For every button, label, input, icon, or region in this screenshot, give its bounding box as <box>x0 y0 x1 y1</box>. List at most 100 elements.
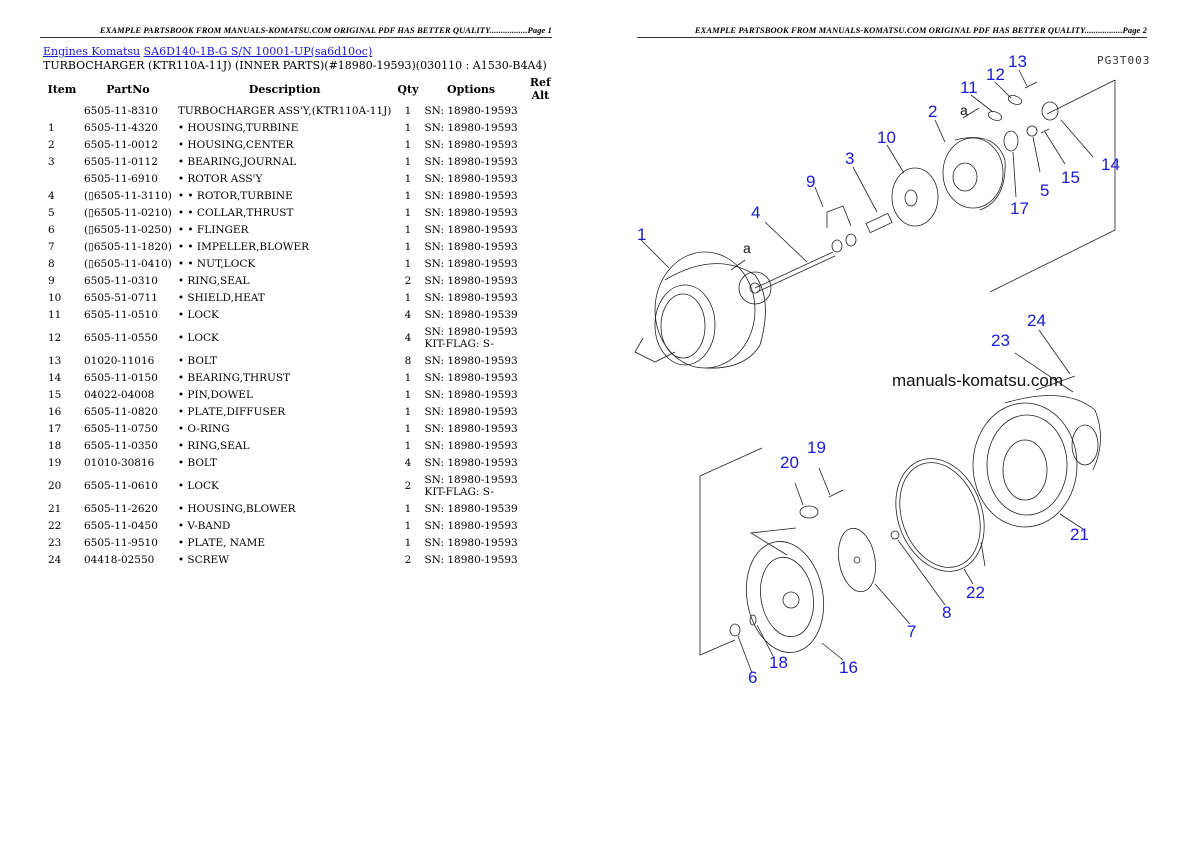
refalt-cell <box>521 136 560 153</box>
refalt-cell <box>521 272 560 289</box>
description-cell: • RING,SEAL <box>177 274 250 287</box>
description-cell: • PLATE,DIFFUSER <box>177 405 286 418</box>
callout-8: 8 <box>942 603 951 622</box>
callout-14: 14 <box>1101 155 1120 174</box>
page-header: EXAMPLE PARTSBOOK FROM MANUALS-KOMATSU.C… <box>40 25 552 38</box>
kit-flag: KIT-FLAG: S- <box>424 337 494 350</box>
partno-cell: 6505-11-4320 <box>84 121 158 134</box>
description-cell: • O-RING <box>177 422 230 435</box>
refalt-cell <box>521 437 560 454</box>
callout-22: 22 <box>966 583 985 602</box>
qty-cell: 1 <box>404 536 412 549</box>
callout-23: 23 <box>991 331 1010 350</box>
options-cell: SN: 18980-19593 <box>424 388 518 401</box>
partno-cell: 6505-11-0550 <box>84 331 158 344</box>
item-cell: 5 <box>48 206 55 219</box>
refalt-cell <box>521 102 560 119</box>
partno-cell: 6505-11-0112 <box>84 155 158 168</box>
description-cell: • LOCK <box>177 331 219 344</box>
item-cell: 6 <box>48 223 55 236</box>
refalt-cell <box>521 517 560 534</box>
partno-cell: 6505-11-0610 <box>84 479 158 492</box>
callout-3: 3 <box>845 149 854 168</box>
qty-cell: 1 <box>404 439 412 452</box>
refalt-cell <box>521 187 560 204</box>
qty-cell: 2 <box>404 479 412 492</box>
partno-cell: 6505-11-6910 <box>84 172 158 185</box>
options-cell: SN: 18980-19593 <box>424 422 518 435</box>
qty-cell: 1 <box>404 291 412 304</box>
qty-cell: 1 <box>404 155 412 168</box>
breadcrumb-link-model[interactable]: SA6D140-1B-G S/N 10001-UP(sa6d10oc) <box>143 45 373 58</box>
callout-15: 15 <box>1061 168 1080 187</box>
qty-cell: 1 <box>404 138 412 151</box>
partno-cell: 01020-11016 <box>84 354 155 367</box>
description-cell: • PIN,DOWEL <box>177 388 253 401</box>
callout-2: 2 <box>928 102 937 121</box>
callout-18: 18 <box>769 653 788 672</box>
description-cell: • BEARING,THRUST <box>177 371 291 384</box>
options-cell: SN: 18980-19593 <box>424 257 518 270</box>
refalt-cell <box>521 386 560 403</box>
parts-table: Item PartNo Description Qty Options Ref … <box>43 76 560 568</box>
description-cell: • • COLLAR,THRUST <box>177 206 294 219</box>
partno-cell: 01010-30816 <box>84 456 155 469</box>
qty-cell: 1 <box>404 240 412 253</box>
options-cell: SN: 18980-19593 <box>424 104 518 117</box>
partno-cell: (▯6505-11-1820) <box>84 240 172 253</box>
qty-cell: 1 <box>404 206 412 219</box>
callout-7: 7 <box>907 622 916 641</box>
description-cell: • HOUSING,CENTER <box>177 138 294 151</box>
item-cell: 11 <box>48 308 62 321</box>
qty-cell: 2 <box>404 274 412 287</box>
refalt-cell <box>521 403 560 420</box>
options-cell: SN: 18980-19593 <box>424 439 518 452</box>
description-cell: • PLATE, NAME <box>177 536 265 549</box>
drawing-code: PG3T003 <box>1097 54 1151 67</box>
item-cell <box>43 102 81 119</box>
partno-cell: 6505-11-0750 <box>84 422 158 435</box>
refalt-cell <box>521 454 560 471</box>
item-cell: 4 <box>48 189 55 202</box>
description-cell: • BOLT <box>177 456 218 469</box>
description-cell: • BEARING,JOURNAL <box>177 155 297 168</box>
refalt-cell <box>521 420 560 437</box>
refalt-cell <box>521 323 560 352</box>
col-header-description: Description <box>248 82 321 96</box>
partno-cell: (▯6505-11-0250) <box>84 223 172 236</box>
qty-cell: 4 <box>404 331 412 344</box>
item-cell: 9 <box>48 274 55 287</box>
serial-range: SN: 18980-19593 <box>424 473 518 486</box>
qty-cell: 1 <box>404 388 412 401</box>
partno-cell: 6505-11-0310 <box>84 274 158 287</box>
description-cell: • • NUT,LOCK <box>177 257 256 270</box>
description-cell: • V-BAND <box>177 519 231 532</box>
qty-cell: 1 <box>404 519 412 532</box>
item-cell: 19 <box>48 456 62 469</box>
diagram-linework <box>634 69 1116 674</box>
item-cell: 12 <box>48 331 62 344</box>
kit-flag: KIT-FLAG: S- <box>424 485 494 498</box>
item-cell: 18 <box>48 439 62 452</box>
col-header-options: Options <box>447 82 496 96</box>
page-header: EXAMPLE PARTSBOOK FROM MANUALS-KOMATSU.C… <box>637 25 1147 38</box>
options-cell: SN: 18980-19593 <box>424 206 518 219</box>
callout-1: 1 <box>637 225 646 244</box>
options-cell: SN: 18980-19593 <box>424 354 518 367</box>
qty-cell: 1 <box>404 104 412 117</box>
breadcrumb-link-engines[interactable]: Engines Komatsu <box>43 45 141 58</box>
qty-cell: 1 <box>404 502 412 515</box>
description-cell: • HOUSING,TURBINE <box>177 121 299 134</box>
